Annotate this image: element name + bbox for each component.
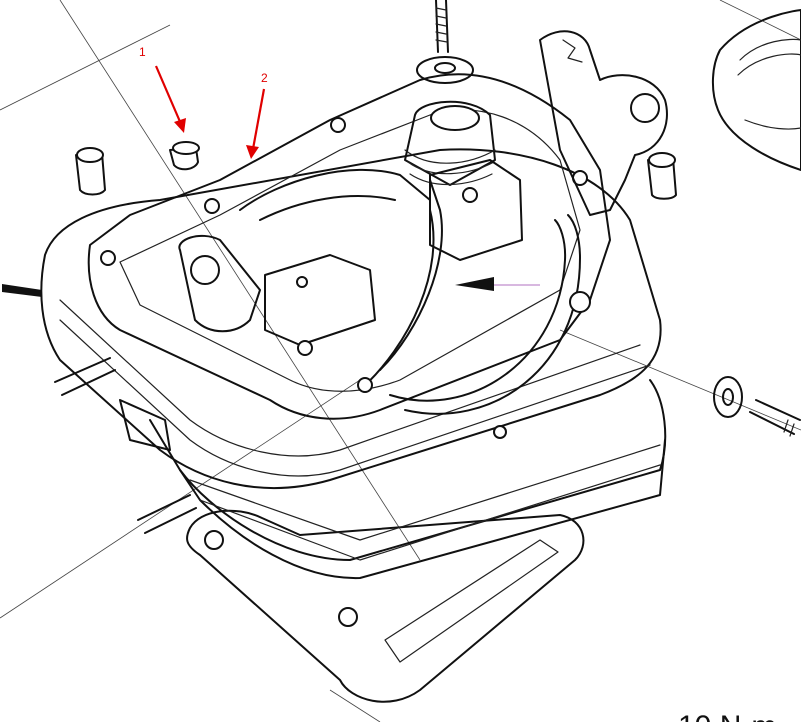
stud-bolt-top <box>435 0 449 53</box>
callout-label-1: 1 <box>139 45 146 59</box>
washer-right <box>713 376 743 418</box>
left-direction-arrow <box>2 284 42 297</box>
washer-top <box>416 56 474 84</box>
side-stud-left <box>54 357 197 534</box>
plug-part-1 <box>169 141 200 171</box>
callout-label-2: 2 <box>261 71 268 85</box>
cam-housing <box>539 30 668 216</box>
center-direction-arrow <box>455 277 540 291</box>
dowel-pin-left <box>75 147 106 196</box>
callout-arrow-1 <box>154 65 186 133</box>
deck-holes <box>100 117 591 439</box>
callout-arrow-2 <box>246 88 266 159</box>
bolt-right <box>749 399 801 437</box>
head-gasket <box>186 509 585 703</box>
cylinder-head-body <box>40 148 667 580</box>
valve-cover-deck <box>87 73 611 420</box>
torque-spec-text: 10 N·m <box>678 710 776 722</box>
camshaft-bearing <box>712 9 801 171</box>
dowel-pin-right <box>647 152 677 200</box>
